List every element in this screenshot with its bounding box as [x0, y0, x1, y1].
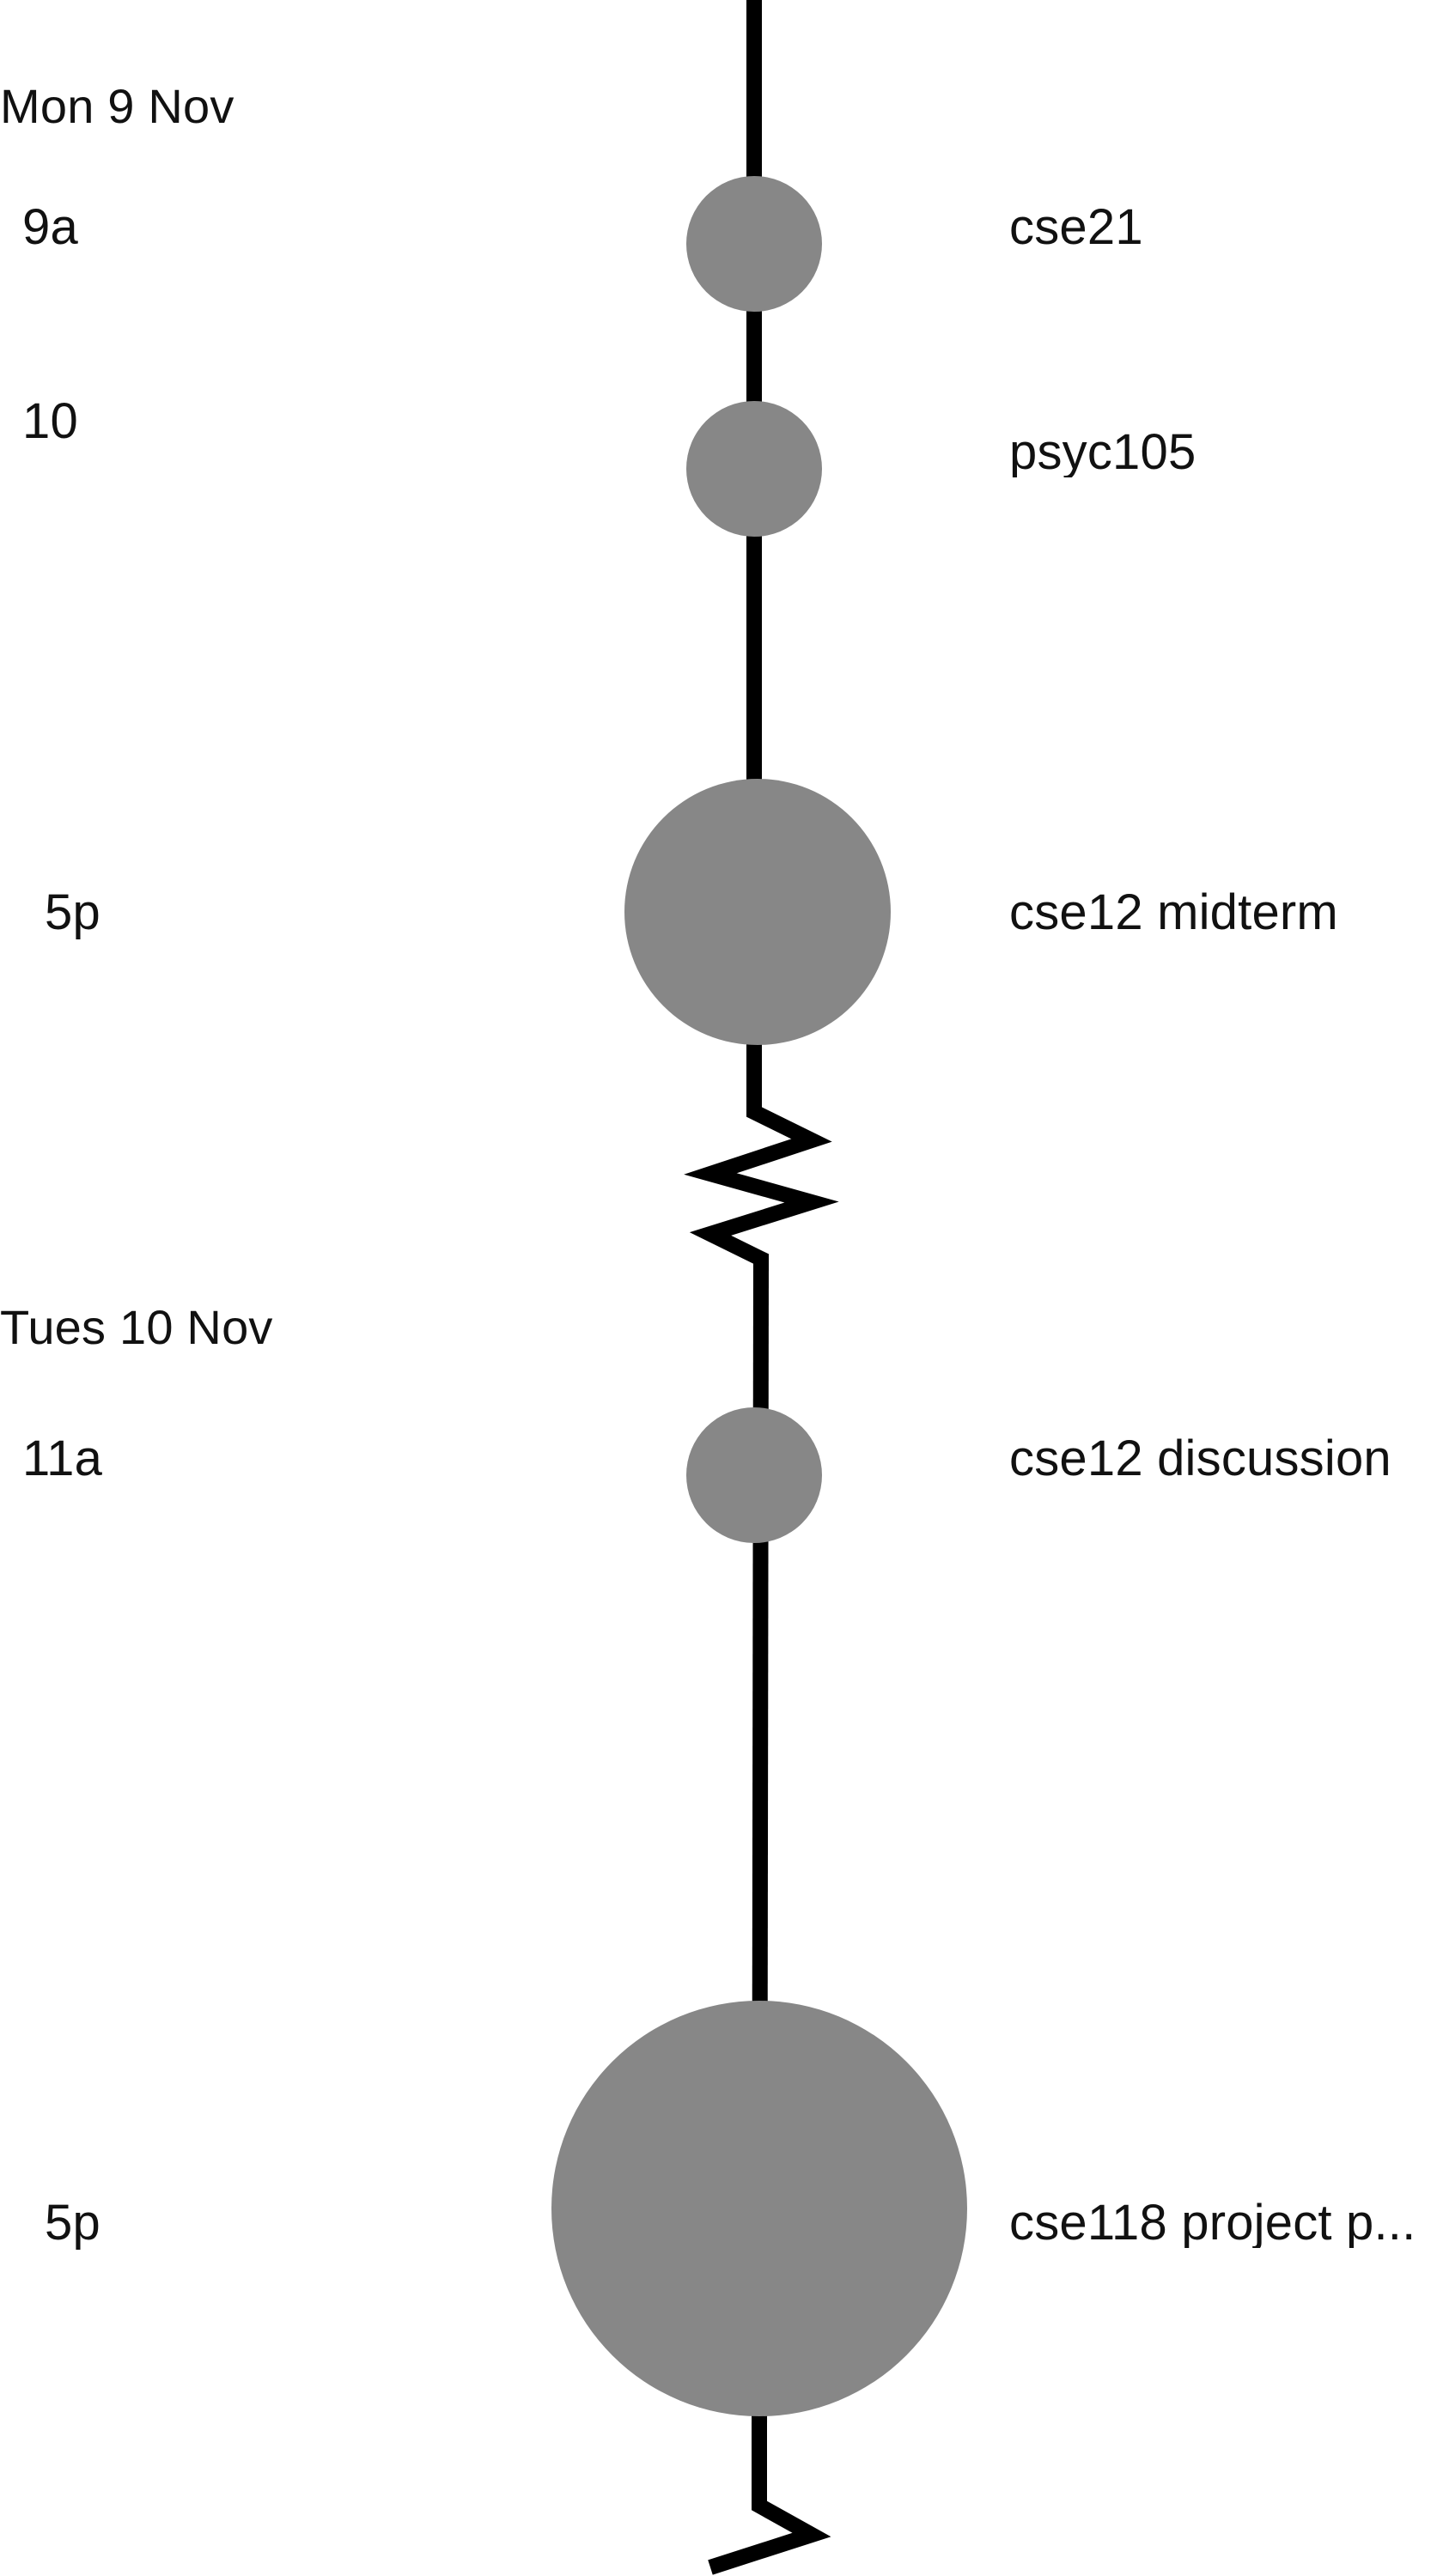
- event-title[interactable]: cse21: [1009, 203, 1143, 252]
- event-dot-button[interactable]: [686, 1407, 822, 1543]
- event-dot-button[interactable]: [686, 401, 822, 537]
- event-time: 5p: [45, 884, 100, 940]
- day-header: Tues 10 Nov: [0, 1300, 273, 1354]
- event-time: 10: [22, 393, 78, 449]
- event-dot: [686, 176, 822, 312]
- event-dot-button[interactable]: [686, 176, 822, 312]
- event-title[interactable]: cse118 project p...: [1009, 2198, 1416, 2248]
- event-dot: [624, 779, 891, 1045]
- event-title[interactable]: psyc105: [1009, 428, 1196, 477]
- event-time: 5p: [45, 2195, 100, 2251]
- event-dot: [686, 1407, 822, 1543]
- event-dot-button[interactable]: [551, 2001, 967, 2416]
- zigzag-break-icon: [684, 1104, 839, 1267]
- event-time: 9a: [22, 199, 78, 255]
- event-dot-button[interactable]: [624, 779, 891, 1045]
- zigzag-break-icon: [708, 2432, 831, 2575]
- day-header: Mon 9 Nov: [0, 79, 234, 133]
- event-time: 11a: [22, 1431, 103, 1486]
- event-dot: [686, 401, 822, 537]
- event-title[interactable]: cse12 midterm: [1009, 888, 1338, 938]
- event-title[interactable]: cse12 discussion: [1009, 1434, 1391, 1484]
- event-dot: [551, 2001, 967, 2416]
